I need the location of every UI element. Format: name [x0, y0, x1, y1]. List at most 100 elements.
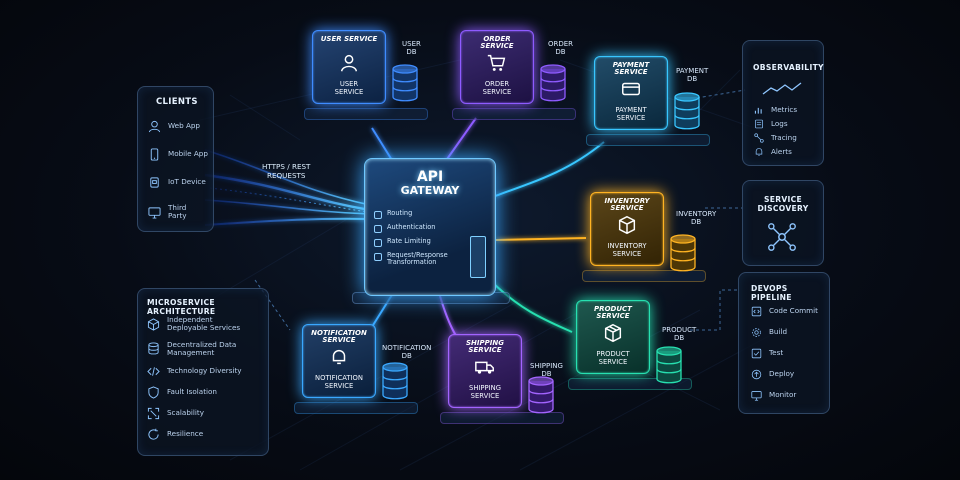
shipping-db-label: SHIPPING DB	[530, 362, 563, 379]
payment-service-top-label: PAYMENT SERVICE	[612, 61, 650, 77]
database-icon	[148, 342, 159, 355]
product-service-top-label: PRODUCT SERVICE	[594, 305, 632, 321]
user-db-label-line: USER	[402, 40, 421, 48]
api-gateway-title: API GATEWAY	[364, 170, 496, 196]
observability-title: OBSERVABILITY	[753, 63, 824, 72]
devops-step-label: Deploy	[769, 369, 795, 379]
devops-step-label: Test	[769, 348, 784, 358]
devops-panel: DEVOPS PIPELINE Code Commit Build Test D…	[738, 272, 830, 414]
client-label: Web App	[168, 121, 200, 131]
shipping-service-top-label: SHIPPING SERVICE	[466, 339, 504, 355]
observability-panel: OBSERVABILITY Metrics Logs Tracing Alert…	[742, 40, 824, 166]
order-service-label-line: ORDER	[484, 80, 510, 89]
product-service-cube	[576, 300, 650, 374]
transform-icon	[374, 253, 382, 261]
iot-device-icon	[150, 177, 159, 188]
requests-label-line: REQUESTS	[266, 171, 306, 180]
devops-step-label: Code Commit	[769, 306, 818, 316]
order-db-label: ORDER DB	[548, 40, 573, 57]
service-discovery-title: SERVICE DISCOVERY	[743, 195, 823, 213]
gateway-feature-label: Request/Response Transformation	[387, 251, 448, 267]
devops-step: Test	[751, 348, 818, 359]
inventory-db	[670, 234, 696, 272]
inventory-service-base	[582, 270, 706, 282]
shipping-service-label-line: SERVICE	[470, 392, 500, 401]
database-icon	[674, 92, 700, 130]
client-third-party: Third Party	[148, 203, 208, 221]
payment-service-label-line: PAYMENT	[615, 106, 647, 115]
inventory-service-label-line: SERVICE	[612, 250, 642, 259]
service-discovery-title-line: DISCOVERY	[757, 204, 809, 214]
bell-icon	[755, 148, 763, 156]
metrics-icon	[754, 107, 762, 114]
shipping-service: SHIPPING SERVICE SHIPPING SERVICE	[448, 334, 522, 408]
client-web-app: Web App	[148, 120, 208, 133]
notification-db-label-line: NOTIFICATION	[382, 344, 432, 352]
product-db-label-line: PRODUCT	[662, 326, 697, 334]
client-mobile-app: Mobile App	[148, 148, 208, 161]
gateway-feature: Rate Limiting	[374, 237, 456, 247]
cart-icon	[487, 54, 506, 71]
monitor-icon	[751, 391, 762, 401]
logs-icon	[755, 119, 763, 129]
code-icon	[751, 306, 762, 317]
lock-icon	[374, 225, 382, 233]
order-service-cube	[460, 30, 534, 104]
order-service-top-label: ORDER SERVICE	[480, 35, 514, 51]
clients-panel: CLIENTS Web App Mobile App IoT Device Th…	[137, 86, 214, 232]
inventory-db-label: INVENTORY DB	[676, 210, 716, 227]
rate-limit-icon	[374, 239, 382, 247]
user-service: USER SERVICE USER SERVICE	[312, 30, 386, 104]
devops-title: DEVOPS PIPELINE	[751, 284, 792, 302]
refresh-icon	[148, 428, 159, 440]
observability-item: Logs	[754, 119, 797, 129]
order-service: ORDER SERVICE ORDER SERVICE	[460, 30, 534, 104]
package-icon	[604, 323, 622, 343]
shipping-db	[528, 376, 554, 414]
devops-step: Deploy	[751, 369, 818, 380]
requests-label-line: HTTPS / REST	[262, 162, 311, 171]
payment-service: PAYMENT SERVICE PAYMENT SERVICE	[594, 56, 668, 130]
devops-step: Monitor	[751, 390, 818, 401]
shipping-service-label: SHIPPING SERVICE	[448, 385, 522, 401]
architecture-item: Scalability	[147, 407, 255, 420]
architecture-item: Decentralized Data Management	[147, 339, 255, 358]
notification-db-label: NOTIFICATION DB	[382, 344, 431, 361]
devops-step: Build	[751, 327, 818, 338]
order-service-base	[452, 108, 576, 120]
api-gateway-features: Routing Authentication Rate Limiting Req…	[374, 209, 456, 272]
api-gateway-cube	[364, 158, 496, 296]
api-gateway-title-line: API	[416, 169, 444, 185]
box-icon	[618, 215, 636, 235]
observability-item-label: Alerts	[771, 146, 792, 156]
shipping-service-label-line: SHIPPING	[469, 384, 501, 393]
api-gateway-title-line: GATEWAY	[400, 183, 460, 197]
order-db	[540, 64, 566, 102]
order-db-label-line: DB	[555, 48, 566, 57]
tracing-icon	[754, 133, 764, 143]
monitor-icon	[148, 207, 161, 219]
notification-service-label-line: NOTIFICATION	[315, 374, 363, 383]
architecture-item-label: Decentralized Data Management	[167, 339, 237, 357]
gateway-feature-label: Rate Limiting	[387, 237, 431, 245]
gateway-feature: Authentication	[374, 223, 456, 233]
architecture-item: Technology Diversity	[147, 365, 255, 378]
notification-db	[382, 362, 408, 400]
architecture-item-label: Resilience	[167, 429, 204, 439]
order-service-label-line: SERVICE	[482, 88, 512, 97]
notification-service-base	[294, 402, 418, 414]
gateway-feature-label: Routing	[387, 209, 413, 217]
user-db	[392, 64, 418, 102]
payment-db-label: PAYMENT DB	[676, 67, 708, 84]
notification-service: NOTIFICATION SERVICE NOTIFICATION SERVIC…	[302, 324, 376, 398]
api-gateway: API GATEWAY Routing Authentication Rate …	[364, 158, 496, 296]
notification-service-top-label: NOTIFICATION SERVICE	[311, 329, 367, 345]
expand-icon	[147, 408, 160, 420]
credit-card-icon	[622, 82, 640, 96]
architecture-item: Independent Deployable Services	[147, 315, 255, 333]
requests-label: HTTPS / REST REQUESTS	[262, 162, 310, 180]
payment-service-base	[586, 134, 710, 146]
observability-item: Metrics	[754, 105, 797, 115]
